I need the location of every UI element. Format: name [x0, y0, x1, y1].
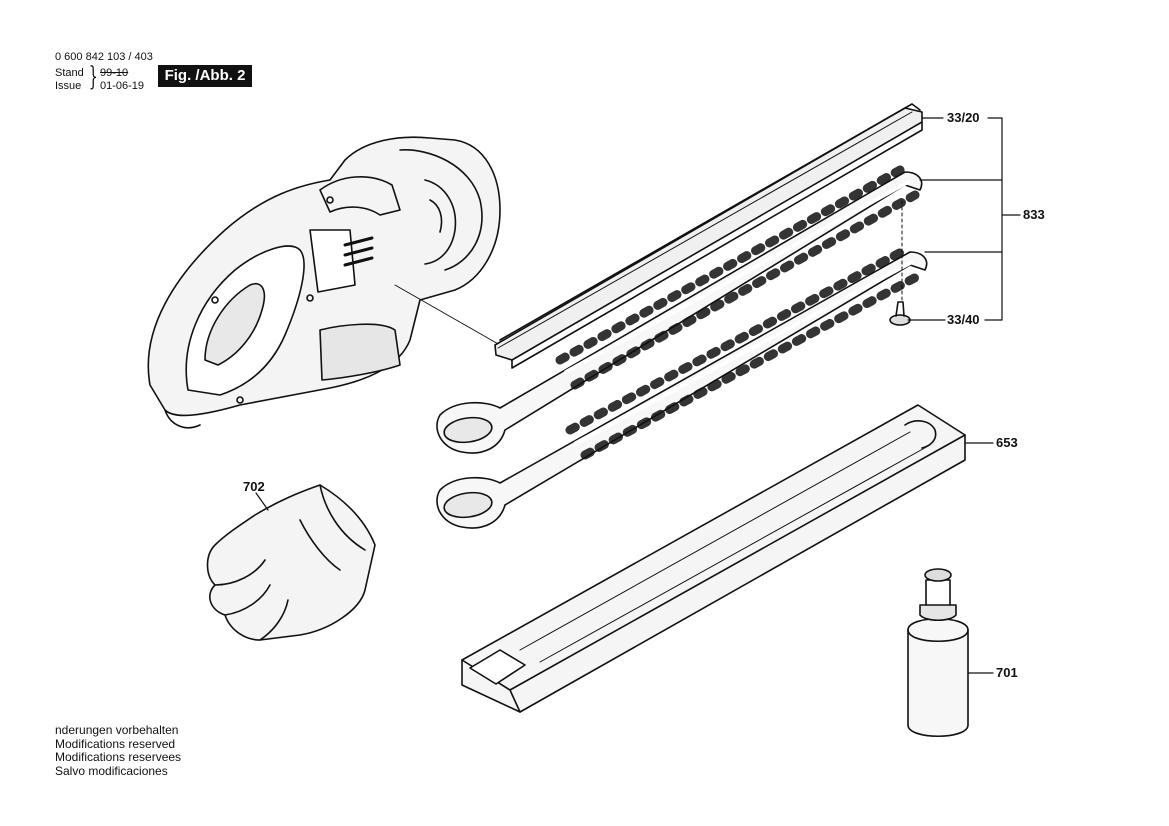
part-label-blade-guard: 653 — [996, 435, 1018, 450]
gloves-illustration — [206, 484, 376, 641]
oil-bottle-illustration — [907, 568, 969, 738]
notice-line-french: Modifications reservees — [55, 750, 182, 764]
part-label-screw: 33/40 — [947, 312, 980, 327]
notice-line-german: nderungen vorbehalten — [55, 723, 179, 737]
notice-line-spanish: Salvo modificaciones — [55, 763, 168, 778]
blade-guard-illustration — [461, 404, 966, 713]
guide-rail-illustration — [494, 103, 923, 369]
screw-illustration — [889, 199, 911, 326]
notice-line-english: Modifications reserved — [55, 736, 176, 751]
stand-label: Stand — [55, 67, 84, 79]
stand-value: 99-10 — [100, 67, 129, 79]
figure-badge: Fig. /Abb. 2 — [158, 65, 252, 87]
leader-lines — [255, 117, 1021, 674]
part-label-oil-bottle: 701 — [996, 665, 1018, 680]
motor-housing-illustration — [147, 136, 501, 429]
part-label-blade-set: 833 — [1023, 207, 1045, 222]
brace-icon: } — [88, 62, 98, 92]
issue-label: Issue — [55, 80, 82, 92]
part-label-gloves: 702 — [243, 479, 265, 494]
modifications-notice: nderungen vorbehalten Modifications rese… — [55, 723, 182, 778]
upper-blade-illustration — [436, 165, 923, 454]
issue-value: 01-06-19 — [100, 80, 145, 92]
document-number: 0 600 842 103 / 403 — [55, 51, 153, 63]
part-label-guide-rail: 33/20 — [947, 110, 980, 125]
lower-blade-illustration — [436, 245, 928, 529]
